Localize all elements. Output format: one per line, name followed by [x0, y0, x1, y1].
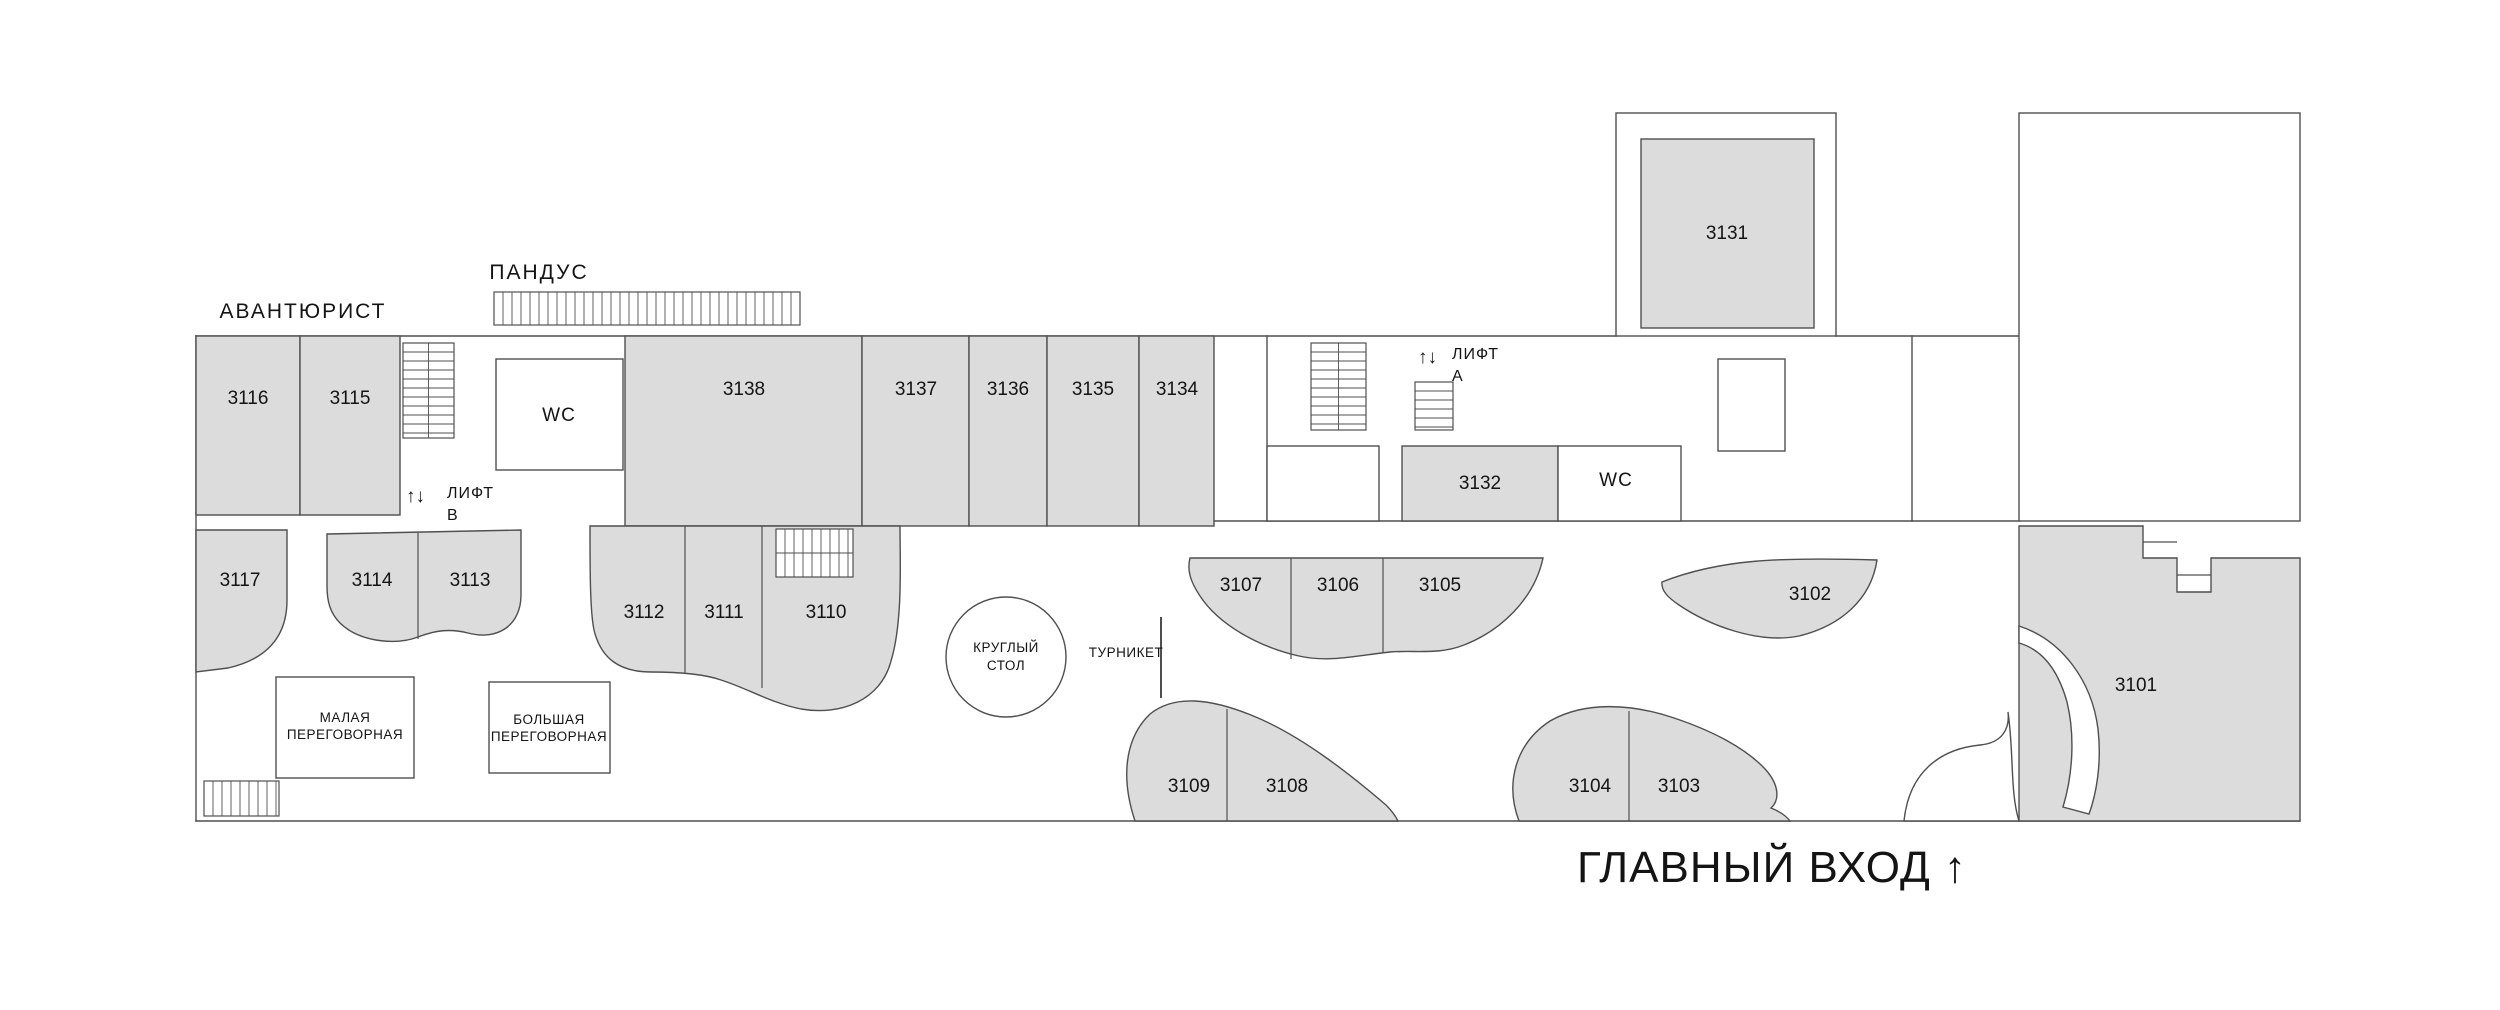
- stairs-b-icon: [402, 342, 455, 439]
- room-3106-label: 3106: [1317, 575, 1359, 596]
- elevator-shaft: [1717, 358, 1786, 452]
- lift-b-label: ЛИФТ: [447, 485, 494, 502]
- room-3131-label: 3131: [1706, 223, 1748, 244]
- main-entrance-label: ГЛАВНЫЙ ВХОД ↑: [1577, 841, 1967, 892]
- meeting-room-small: [275, 676, 415, 779]
- room-3102-shape: [1661, 558, 1878, 639]
- room-3115-label: 3115: [330, 388, 371, 409]
- lift-b-letter: В: [447, 507, 459, 524]
- round-table-label-line1: КРУГЛЫЙ: [973, 640, 1039, 655]
- lift-b-arrows-icon: ↑↓: [406, 486, 425, 507]
- curved-ramp-3101: [2018, 625, 2100, 815]
- meeting-room-large: [488, 681, 611, 774]
- wc-left-label: WC: [542, 405, 576, 426]
- room-3116-shape: [195, 335, 301, 516]
- room-3104-label: 3104: [1569, 776, 1612, 797]
- stairs-bottom-left-icon: [203, 780, 280, 817]
- rooms-3107-3106-3105-shape: [1188, 557, 1544, 660]
- room-3103-label: 3103: [1658, 776, 1700, 797]
- room-3115-shape: [299, 335, 401, 516]
- room-3132-shape: [1401, 445, 1559, 522]
- lift-a-letter: А: [1452, 368, 1464, 385]
- curved-wall-swoosh: [1903, 711, 2020, 822]
- room-3117-label: 3117: [220, 570, 261, 591]
- wc-right-label: WC: [1599, 470, 1633, 491]
- wc-right-room: [1557, 445, 1682, 522]
- room-3135-shape: [1046, 335, 1140, 527]
- room-3131-shape: [1640, 138, 1815, 329]
- room-3111-label: 3111: [704, 602, 743, 623]
- lift-a-label: ЛИФТ: [1452, 346, 1499, 363]
- lift-a-shaft-icon: [1414, 381, 1454, 431]
- room-3136-label: 3136: [987, 379, 1029, 400]
- room-3132-label: 3132: [1459, 473, 1501, 494]
- right-tall-block: [2018, 112, 2301, 522]
- room-3114-label: 3114: [352, 570, 393, 591]
- room-3110-label: 3110: [806, 602, 847, 623]
- pandus-label: ПАНДУС: [489, 261, 588, 284]
- room-3107-label: 3107: [1220, 575, 1262, 596]
- room-3136-shape: [968, 335, 1048, 527]
- meeting-small-label-line1: МАЛАЯ: [320, 710, 371, 725]
- room-3138-label: 3138: [723, 379, 765, 400]
- rooms-3104-3103-shape: [1512, 705, 1792, 822]
- room-3112-label: 3112: [624, 602, 665, 623]
- stairs-3110-icon: [775, 528, 854, 578]
- meeting-large-label-line2: ПЕРЕГОВОРНАЯ: [491, 729, 607, 744]
- round-table-label-line2: СТОЛ: [987, 658, 1025, 673]
- round-table: [945, 596, 1067, 718]
- meeting-large-label-line1: БОЛЬШАЯ: [513, 712, 584, 727]
- wc-left-room: [495, 358, 624, 471]
- room-3113-label: 3113: [450, 570, 491, 591]
- room-3137-label: 3137: [895, 379, 937, 400]
- room-3108-label: 3108: [1266, 776, 1308, 797]
- lift-a-arrows-icon: ↑↓: [1418, 347, 1437, 368]
- room-3138-shape: [624, 335, 863, 527]
- rooms-3109-3108-shape: [1126, 700, 1400, 822]
- room-3134-label: 3134: [1156, 379, 1199, 400]
- room-3117-shape: [195, 529, 288, 673]
- room-3116-label: 3116: [228, 388, 269, 409]
- room-3102-label: 3102: [1789, 584, 1831, 605]
- room-3134-shape: [1138, 335, 1215, 527]
- room-3105-label: 3105: [1419, 575, 1461, 596]
- avantyurist-label: АВАНТЮРИСТ: [220, 300, 387, 323]
- turnstile-label: ТУРНИКЕТ: [1089, 645, 1163, 660]
- room-3137-shape: [861, 335, 970, 527]
- room-3135-label: 3135: [1072, 379, 1114, 400]
- room-3109-label: 3109: [1168, 776, 1210, 797]
- stair-a-room: [1266, 445, 1380, 522]
- ramp-hatch: [493, 291, 801, 326]
- room-3101-label: 3101: [2115, 675, 2157, 696]
- stairs-a-icon: [1310, 342, 1367, 431]
- meeting-small-label-line2: ПЕРЕГОВОРНАЯ: [287, 727, 403, 742]
